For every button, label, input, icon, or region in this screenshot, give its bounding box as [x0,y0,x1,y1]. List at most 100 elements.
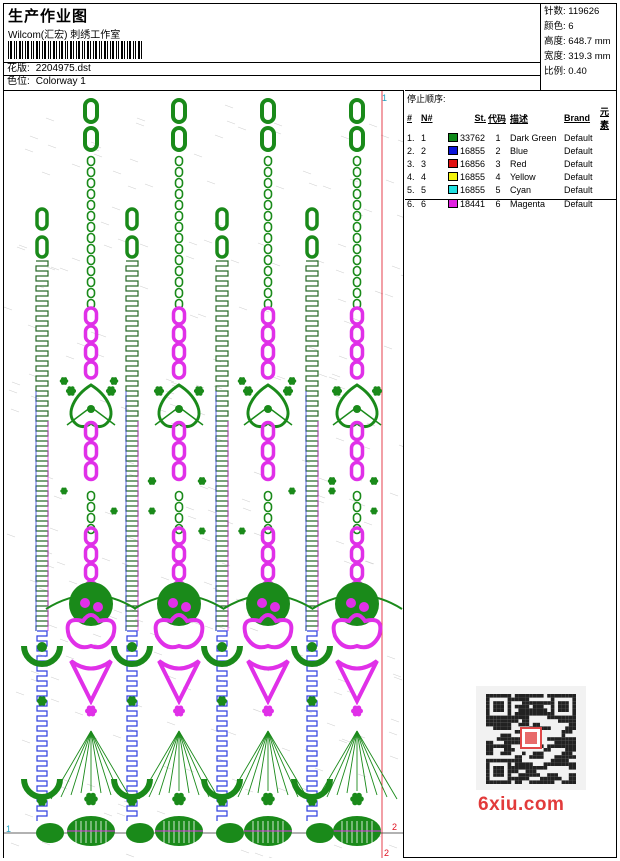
row-needle: 2 [421,145,427,156]
stat-height: 高度: 648.7 mm [544,36,611,47]
row-element [599,184,617,197]
leaf-sprig [197,477,207,535]
short-column [125,207,139,821]
row-needle: 6 [421,198,427,209]
colorway-label: 色位: [7,76,30,87]
color-table-header: # N# St. 代码 描述 Brand 元素 [406,105,617,131]
col-stitches: St. [474,113,486,123]
color-swatch [448,132,458,142]
design-file: 2204975.dst [35,63,91,74]
page-title: 生产作业图 [8,8,89,25]
row-element [599,144,617,157]
marker-left: 1 [6,824,12,834]
leaf-sprig [287,377,297,495]
row-brand: Default [564,145,593,156]
stat-scale: 比例: 0.40 [544,66,587,77]
stitch-count: 18441 [460,198,486,209]
production-sheet: 生产作业图 Wilcom(汇宏) 刺绣工作室 花版: 2204975.dst 色… [3,3,617,858]
row-stitches: 16856 [447,157,487,170]
row-needle: 3 [421,158,427,169]
row-num: 4. [407,172,415,183]
row-num: 1. [407,132,415,143]
marker-right: 2 [392,822,398,832]
crescent-ornament [21,642,64,843]
col-desc: 描述 [510,113,529,124]
row-stitches: 33762 [447,131,487,144]
row-desc: Dark Green [510,132,557,143]
row-num: 6. [407,198,415,209]
color-swatch [448,158,458,168]
row-stitches: 16855 [447,171,487,184]
col-num: # [407,113,413,123]
row-element [599,171,617,184]
color-table-title: 停止顺序: [407,94,446,104]
stitch-count: 33762 [460,132,486,143]
tall-column [45,98,137,846]
row-needle: 5 [421,185,427,196]
colorway-name: Colorway 1 [35,76,86,87]
row-brand: Default [564,158,593,169]
leaf-sprig [147,477,157,515]
row-code: 1 [495,132,501,143]
crescent-ornament [201,642,244,843]
stitch-count: 16855 [460,185,486,196]
design-row: 花版: 2204975.dst [4,62,541,75]
stitch-count: 16855 [460,172,486,183]
colorway-row: 色位: Colorway 1 [4,75,541,88]
row-num: 2. [407,145,415,156]
row-code: 6 [495,198,501,209]
col-brand: Brand [564,113,591,123]
row-desc: Magenta [510,198,546,209]
row-needle: 1 [421,132,427,143]
row-stitches: 16855 [447,144,487,157]
short-column [35,207,49,821]
design-preview[interactable]: 1 1 2 2 [4,90,404,858]
row-code: 4 [495,172,501,183]
row-brand: Default [564,172,593,183]
company-name: Wilcom(汇宏) 刺绣工作室 [8,30,121,41]
row-code: 5 [495,185,501,196]
row-num: 5. [407,185,415,196]
row-needle: 4 [421,172,427,183]
marker-bottom: 2 [384,848,390,858]
row-brand: Default [564,198,593,209]
short-column [305,207,319,821]
color-row[interactable]: 1. 1 33762 1 Dark Green Default [406,131,617,144]
row-stitches: 16855 [447,184,487,197]
row-element [599,131,617,144]
header-panel: 生产作业图 Wilcom(汇宏) 刺绣工作室 花版: 2204975.dst 色… [4,4,541,90]
crescent-ornament [291,642,334,843]
stitch-count: 16855 [460,145,486,156]
row-desc: Blue [510,145,529,156]
stats-panel: 针数: 119626 颜色: 6 高度: 648.7 mm 宽度: 319.3 … [542,4,617,90]
leaf-sprig [59,377,69,495]
design-label: 花版: [7,63,30,74]
leaf-sprig [327,477,337,495]
short-column [215,207,229,821]
qr-code [476,686,586,790]
row-stitches: 18441 [447,197,487,210]
color-row[interactable]: 2. 2 16855 2 Blue Default [406,144,617,157]
tall-column [311,98,403,846]
row-num: 3. [407,158,415,169]
color-swatch [448,185,458,195]
embroidery-pattern [4,91,403,858]
leaf-sprig [369,477,379,515]
row-desc: Cyan [510,185,532,196]
row-code: 2 [495,145,501,156]
row-brand: Default [564,185,593,196]
row-brand: Default [564,132,593,143]
barcode [8,41,142,59]
leaf-sprig [109,377,119,515]
col-code: 代码 [488,113,507,124]
color-row[interactable]: 5. 5 16855 5 Cyan Default [406,184,617,197]
row-element [599,197,617,210]
color-swatch [448,198,458,208]
stat-colors: 颜色: 6 [544,21,574,32]
tall-column [222,98,314,846]
watermark-logo: 6xiu.com [478,794,565,815]
stitch-count: 16856 [460,158,486,169]
color-row[interactable]: 6. 6 18441 6 Magenta Default [406,197,617,210]
